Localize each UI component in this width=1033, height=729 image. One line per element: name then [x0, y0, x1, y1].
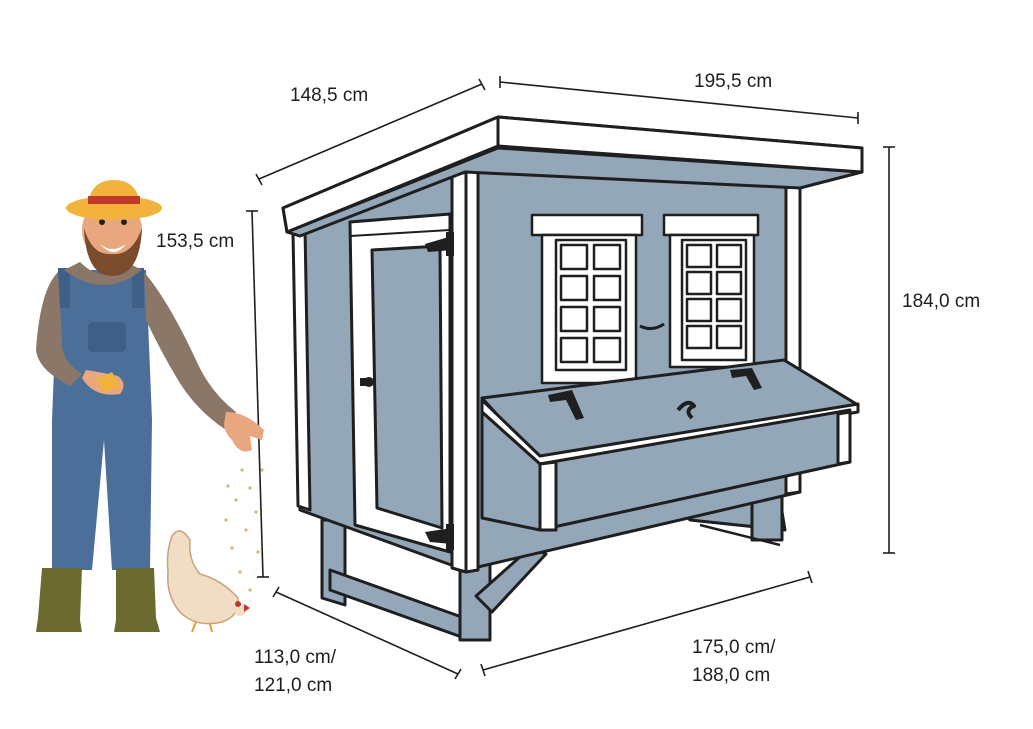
- coop-window-right: [662, 213, 760, 369]
- label-base-width-line2: 188,0 cm: [692, 664, 771, 686]
- farmer-boots: [36, 568, 160, 632]
- straw-hat-icon: [66, 180, 162, 220]
- door-handle-icon: [360, 377, 374, 387]
- coop-door: [348, 212, 452, 554]
- nesting-box: [480, 358, 860, 532]
- window-latch-icon: [639, 322, 665, 331]
- corn-feed-icon: [96, 372, 120, 392]
- coop-trim: [291, 170, 802, 574]
- label-roof-width: 195,5 cm: [694, 71, 773, 92]
- chicken-icon: [166, 530, 250, 633]
- dimension-lines: [246, 76, 895, 680]
- dim-line-roof-width: [499, 76, 859, 124]
- label-total-height: 184,0 cm: [902, 291, 981, 312]
- dim-line-total-height: [883, 146, 895, 554]
- label-person-height: 153,5 cm: [156, 231, 235, 252]
- label-base-depth: 113,0 cm/ 121,0 cm: [254, 644, 336, 699]
- farmer-overalls: [52, 268, 152, 570]
- farmer-illustration: [36, 180, 264, 632]
- label-base-depth-line2: 121,0 cm: [254, 674, 333, 696]
- label-base-width-line1: 175,0 cm/: [692, 637, 776, 658]
- label-base-width: 175,0 cm/ 188,0 cm: [692, 634, 775, 689]
- nesting-box-latch-icon: [676, 400, 696, 420]
- nesting-box-hinge-icon: [548, 368, 762, 420]
- label-roof-depth: 148,5 cm: [290, 85, 369, 106]
- coop-roof: [281, 115, 864, 238]
- dim-line-base-depth: [272, 586, 462, 680]
- label-base-depth-line1: 113,0 cm/: [254, 647, 337, 668]
- dim-line-person-height: [246, 210, 269, 578]
- dim-line-base-width: [480, 570, 813, 677]
- coop-window-left: [530, 213, 644, 385]
- scattered-feed: [224, 468, 264, 592]
- dim-line-roof-depth: [255, 78, 486, 186]
- door-hinge-icon: [425, 232, 454, 550]
- chicken-coop: [281, 115, 864, 642]
